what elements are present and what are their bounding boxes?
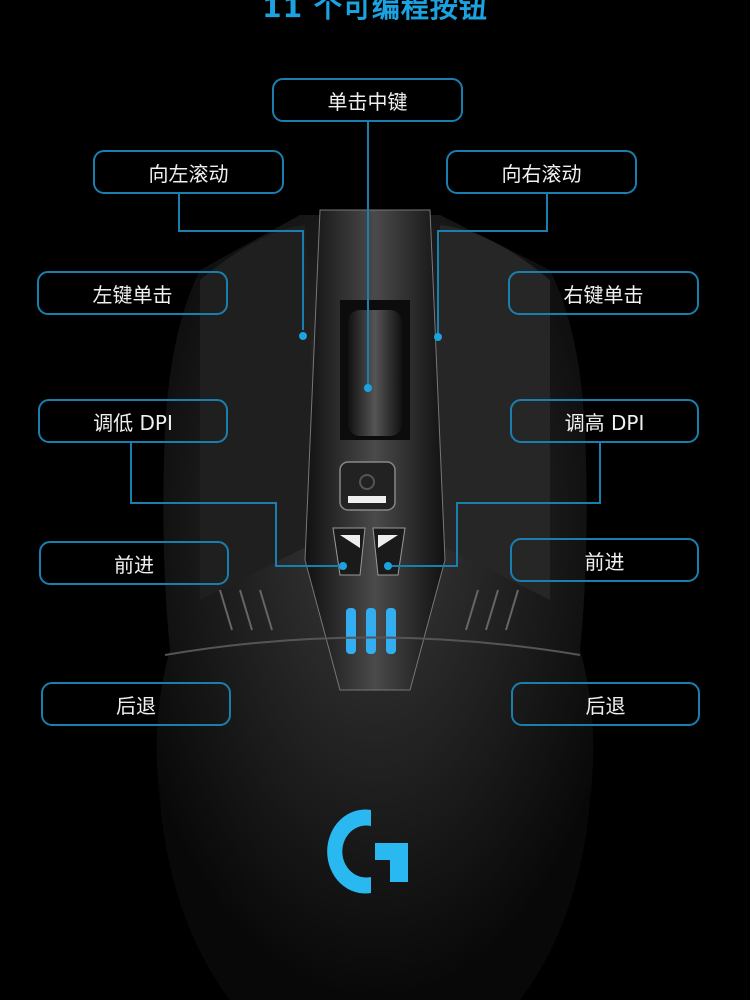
label-scroll-left: 向左滚动 [93, 150, 284, 194]
scroll-wheel [348, 310, 402, 436]
g-logo-icon [327, 809, 408, 894]
label-dpi-up: 调高 DPI [510, 399, 699, 443]
label-middle-click: 单击中键 [272, 78, 463, 122]
label-forward-left: 前进 [39, 541, 229, 585]
label-scroll-right: 向右滚动 [446, 150, 637, 194]
label-dpi-down: 调低 DPI [38, 399, 228, 443]
label-right-click: 右键单击 [508, 271, 699, 315]
label-back-left: 后退 [41, 682, 231, 726]
label-back-right: 后退 [511, 682, 700, 726]
label-forward-right: 前进 [510, 538, 699, 582]
label-left-click: 左键单击 [37, 271, 228, 315]
page-title: 11 个可编程按钮 [262, 0, 488, 24]
